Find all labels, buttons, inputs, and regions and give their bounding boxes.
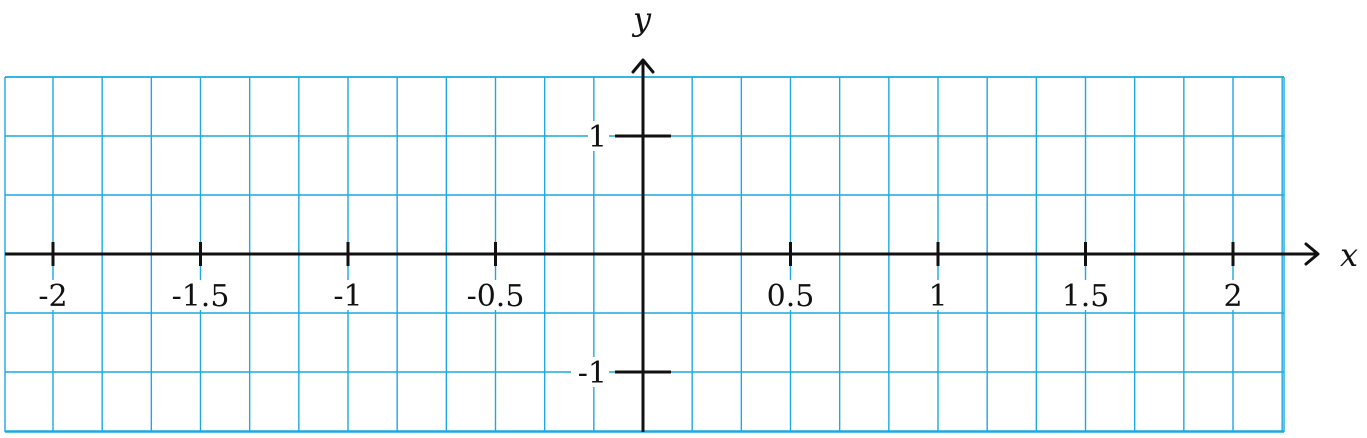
x-tick-label: 1.5 [1062, 279, 1110, 314]
x-tick-label: 1 [928, 279, 947, 314]
x-axis-arrowhead [1304, 242, 1320, 266]
y-tick-label-background [588, 121, 609, 151]
y-tick-label: 1 [588, 120, 607, 155]
x-tick-label: -0.5 [467, 279, 525, 314]
x-tick-label: 0.5 [767, 279, 815, 314]
x-tick-label: -2 [38, 279, 67, 314]
x-tick-label: -1.5 [172, 279, 230, 314]
y-axis-title: y [631, 0, 652, 38]
x-tick-label-background [329, 280, 367, 310]
y-tick-label-background [571, 357, 609, 387]
x-tick-label-background [763, 280, 818, 310]
y-tick-label: -1 [578, 356, 607, 391]
x-tick-label-background [927, 280, 949, 310]
x-axis-title: x [1340, 236, 1358, 274]
x-tick-label-background [1058, 280, 1113, 310]
x-tick-label-background [34, 280, 72, 310]
x-tick-label-background [1222, 280, 1244, 310]
tick-labels: -2 -1.5 -1 -0.5 0.5 1 1.5 2 1 -1 [34, 120, 1244, 391]
x-tick-label: -1 [333, 279, 362, 314]
x-tick-label: 2 [1223, 279, 1242, 314]
x-tick-label-background [460, 280, 531, 310]
y-axis-arrowhead [631, 58, 655, 74]
x-tick-label-background [165, 280, 236, 310]
ticks [51, 134, 1235, 374]
axes [5, 58, 1320, 432]
